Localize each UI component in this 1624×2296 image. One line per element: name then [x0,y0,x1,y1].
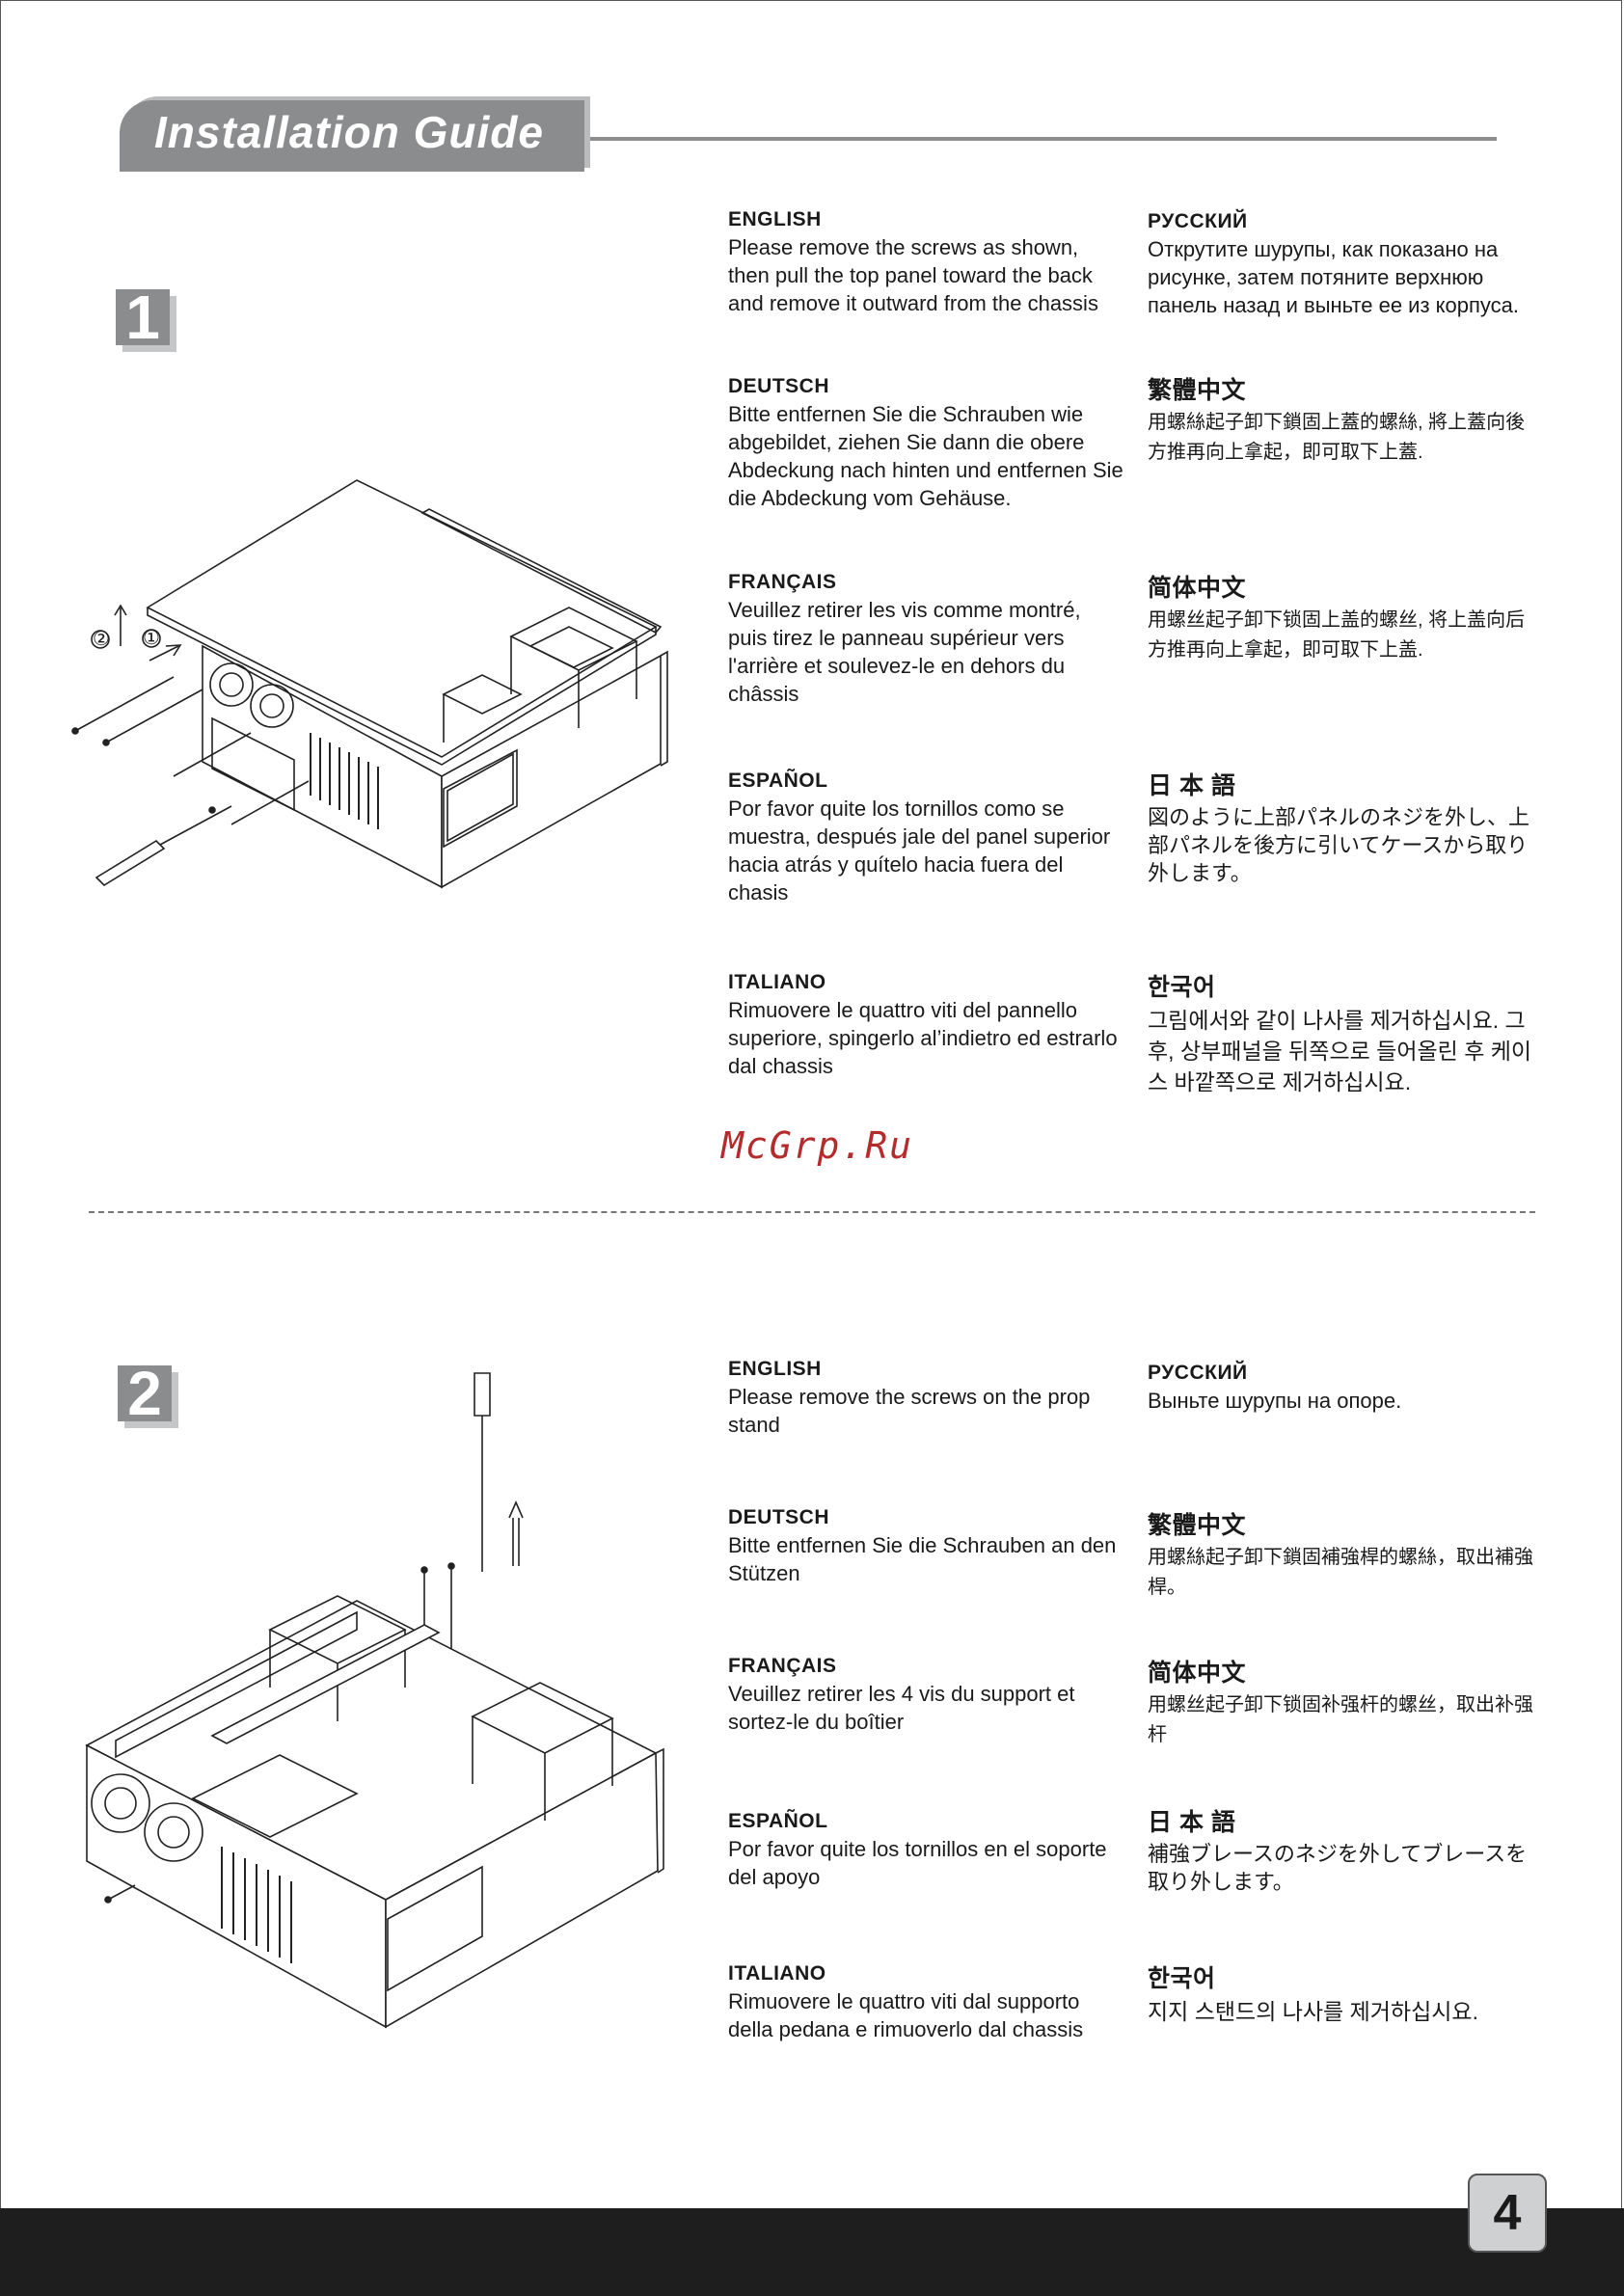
step2-simp-chinese: 简体中文 用螺丝起子卸下锁固补强杆的螺丝，取出补强杆 [1148,1654,1543,1750]
step2-italiano: ITALIANO Rimuovere le quattro viti dal s… [728,1962,1123,2043]
step2-chassis-illustration [85,1372,664,2029]
lang-text: 図のように上部パネルのネジを外し、上部パネルを後方に引いてケースから取り外します… [1148,805,1530,885]
section-divider [89,1211,1535,1213]
step2-trad-chinese: 繁體中文 用螺絲起子卸下鎖固補強桿的螺絲，取出補強桿。 [1148,1506,1543,1603]
lang-text: 用螺丝起子卸下锁固补强杆的螺丝，取出补强杆 [1148,1694,1533,1745]
lang-heading: 한국어 [1148,1965,1216,1992]
step2-korean: 한국어 지지 스탠드의 나사를 제거하십시요. [1148,1959,1543,2027]
lang-text: Открутите шурупы, как показано на рисунк… [1148,237,1520,317]
lang-heading: 繁體中文 [1148,377,1247,404]
step2-english: ENGLISH Please remove the screws on the … [728,1358,1123,1439]
lang-heading: ENGLISH [728,1358,822,1380]
watermark: McGrp.Ru [721,1124,914,1167]
lang-text: 用螺絲起子卸下鎖固補強桿的螺絲，取出補強桿。 [1148,1547,1533,1598]
lang-heading: ESPAÑOL [728,770,828,792]
lang-heading: 简体中文 [1148,575,1247,602]
lang-heading: 日 本 語 [1148,772,1236,799]
lang-heading: FRANÇAIS [728,1655,837,1677]
lang-heading: DEUTSCH [728,1506,830,1528]
lang-text: Bitte entfernen Sie die Schrauben wie ab… [728,402,1123,510]
lang-text: 그림에서와 같이 나사를 제거하십시요. 그후, 상부패널을 뒤쪽으로 들어올린… [1148,1008,1532,1094]
callout-2: ② [93,629,110,650]
lang-heading: РУССКИЙ [1148,210,1248,232]
lang-text: Выньте шурупы на опоре. [1148,1389,1402,1413]
lang-heading: ITALIANO [728,971,826,993]
step1-francais: FRANÇAIS Veuillez retirer les vis comme … [728,571,1123,708]
callout-1: ① [143,628,160,649]
step2-russian: РУССКИЙ Выньте шурупы на опоре. [1148,1362,1543,1415]
step1-trad-chinese: 繁體中文 用螺絲起子卸下鎖固上蓋的螺絲, 將上蓋向後方推再向上拿起，即可取下上蓋… [1148,371,1543,468]
lang-heading: 日 本 語 [1148,1809,1236,1836]
step1-korean: 한국어 그림에서와 같이 나사를 제거하십시요. 그후, 상부패널을 뒤쪽으로 … [1148,968,1543,1097]
lang-text: Rimuovere le quattro viti dal supporto d… [728,1989,1084,2041]
lang-text: Bitte entfernen Sie die Schrauben an den… [728,1533,1117,1585]
step1-japanese: 日 本 語 図のように上部パネルのネジを外し、上部パネルを後方に引いてケースから… [1148,767,1543,887]
lang-heading: FRANÇAIS [728,571,837,593]
step-number-1: 1 [116,286,170,348]
step2-espanol: ESPAÑOL Por favor quite los tornillos en… [728,1810,1123,1891]
footer-bar [0,2208,1624,2296]
lang-text: 用螺絲起子卸下鎖固上蓋的螺絲, 將上蓋向後方推再向上拿起，即可取下上蓋. [1148,412,1526,463]
page-title: Installation Guide [154,107,544,157]
step2-francais: FRANÇAIS Veuillez retirer les 4 vis du s… [728,1655,1123,1736]
page-number: 4 [1468,2174,1547,2253]
lang-text: Veuillez retirer les 4 vis du support et… [728,1682,1075,1734]
title-rule [590,137,1497,141]
lang-heading: ESPAÑOL [728,1810,828,1832]
lang-text: 補強ブレースのネジを外してブレースを取り外します。 [1148,1842,1528,1894]
step-number-2: 2 [118,1363,172,1424]
lang-heading: 简体中文 [1148,1660,1247,1687]
step1-english: ENGLISH Please remove the screws as show… [728,208,1123,317]
lang-text: 지지 스탠드의 나사를 제거하십시요. [1148,1999,1478,2024]
lang-text: Please remove the screws as shown, then … [728,235,1098,315]
lang-heading: 繁體中文 [1148,1512,1247,1539]
lang-text: 用螺丝起子卸下锁固上盖的螺丝, 将上盖向后方推再向上拿起，即可取下上盖. [1148,609,1526,661]
lang-heading: 한국어 [1148,974,1216,1001]
lang-heading: ITALIANO [728,1962,826,1985]
lang-heading: РУССКИЙ [1148,1362,1248,1384]
lang-text: Por favor quite los tornillos como se mu… [728,797,1111,905]
step2-deutsch: DEUTSCH Bitte entfernen Sie die Schraube… [728,1506,1123,1587]
lang-heading: ENGLISH [728,208,822,230]
step1-espanol: ESPAÑOL Por favor quite los tornillos co… [728,770,1123,906]
step2-japanese: 日 本 語 補強ブレースのネジを外してブレースを取り外します。 [1148,1803,1543,1896]
step1-russian: РУССКИЙ Открутите шурупы, как показано н… [1148,210,1543,319]
step1-chassis-illustration [71,479,668,889]
lang-text: Rimuovere le quattro viti del pannello s… [728,998,1118,1078]
step1-simp-chinese: 简体中文 用螺丝起子卸下锁固上盖的螺丝, 将上盖向后方推再向上拿起，即可取下上盖… [1148,569,1543,665]
step1-deutsch: DEUTSCH Bitte entfernen Sie die Schraube… [728,375,1123,512]
title-tab [120,100,584,172]
step1-italiano: ITALIANO Rimuovere le quattro viti del p… [728,971,1123,1080]
lang-heading: DEUTSCH [728,375,830,397]
lang-text: Please remove the screws on the prop sta… [728,1385,1091,1437]
lang-text: Veuillez retirer les vis comme montré, p… [728,598,1081,706]
lang-text: Por favor quite los tornillos en el sopo… [728,1837,1107,1889]
